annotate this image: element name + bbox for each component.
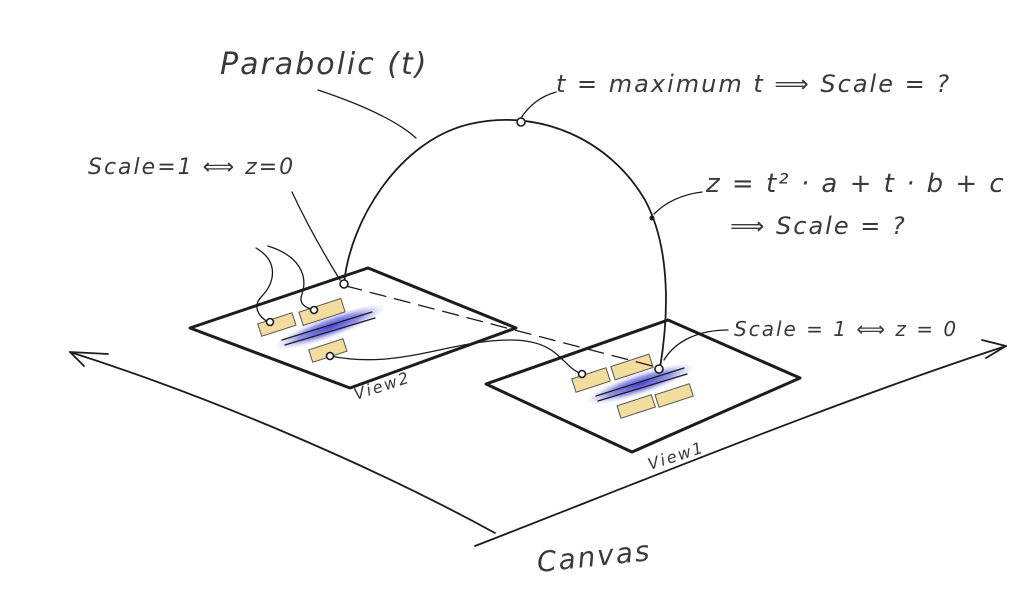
pointer-parabolic [317,89,417,139]
canvas-axes [69,339,1007,547]
arrow-head-icon [981,339,1007,359]
canvas-axis-left [69,351,496,534]
pointer-formula [653,191,703,215]
arc-mid-node [649,215,655,221]
label-parabolic: Parabolic (t) [220,47,428,82]
dashed-projection [345,285,661,369]
arc-start-node [339,279,349,289]
canvas-axis-right [474,345,1007,547]
label-formula: z = t² · a + t · b + c [705,169,1006,199]
pointer-scale-left [291,191,341,281]
connector-start-node [325,351,335,361]
label-scale-left: Scale=1 ⟺ z=0 [88,155,295,180]
left-sticky-node-2 [309,305,319,315]
label-scale-right: Scale = 1 ⟺ z = 0 [734,317,958,341]
label-canvas: Canvas [535,534,653,579]
pointer-scale-right [663,329,729,361]
connector-curve [329,339,583,375]
label-view2: View2 [351,368,413,404]
arc-end-node [654,364,664,374]
view1-plane [484,318,802,454]
arc-max-node [516,117,526,127]
parabolic-arc [343,119,667,369]
view2-plane [188,245,518,390]
pointer-max [520,91,557,119]
connector-end-node [577,369,587,379]
left-sticky-node [265,317,275,327]
label-max-t: t = maximum t ⟹ Scale = ? [556,70,951,98]
arrow-head-icon [69,351,109,367]
label-formula-result: ⟹ Scale = ? [730,212,907,240]
